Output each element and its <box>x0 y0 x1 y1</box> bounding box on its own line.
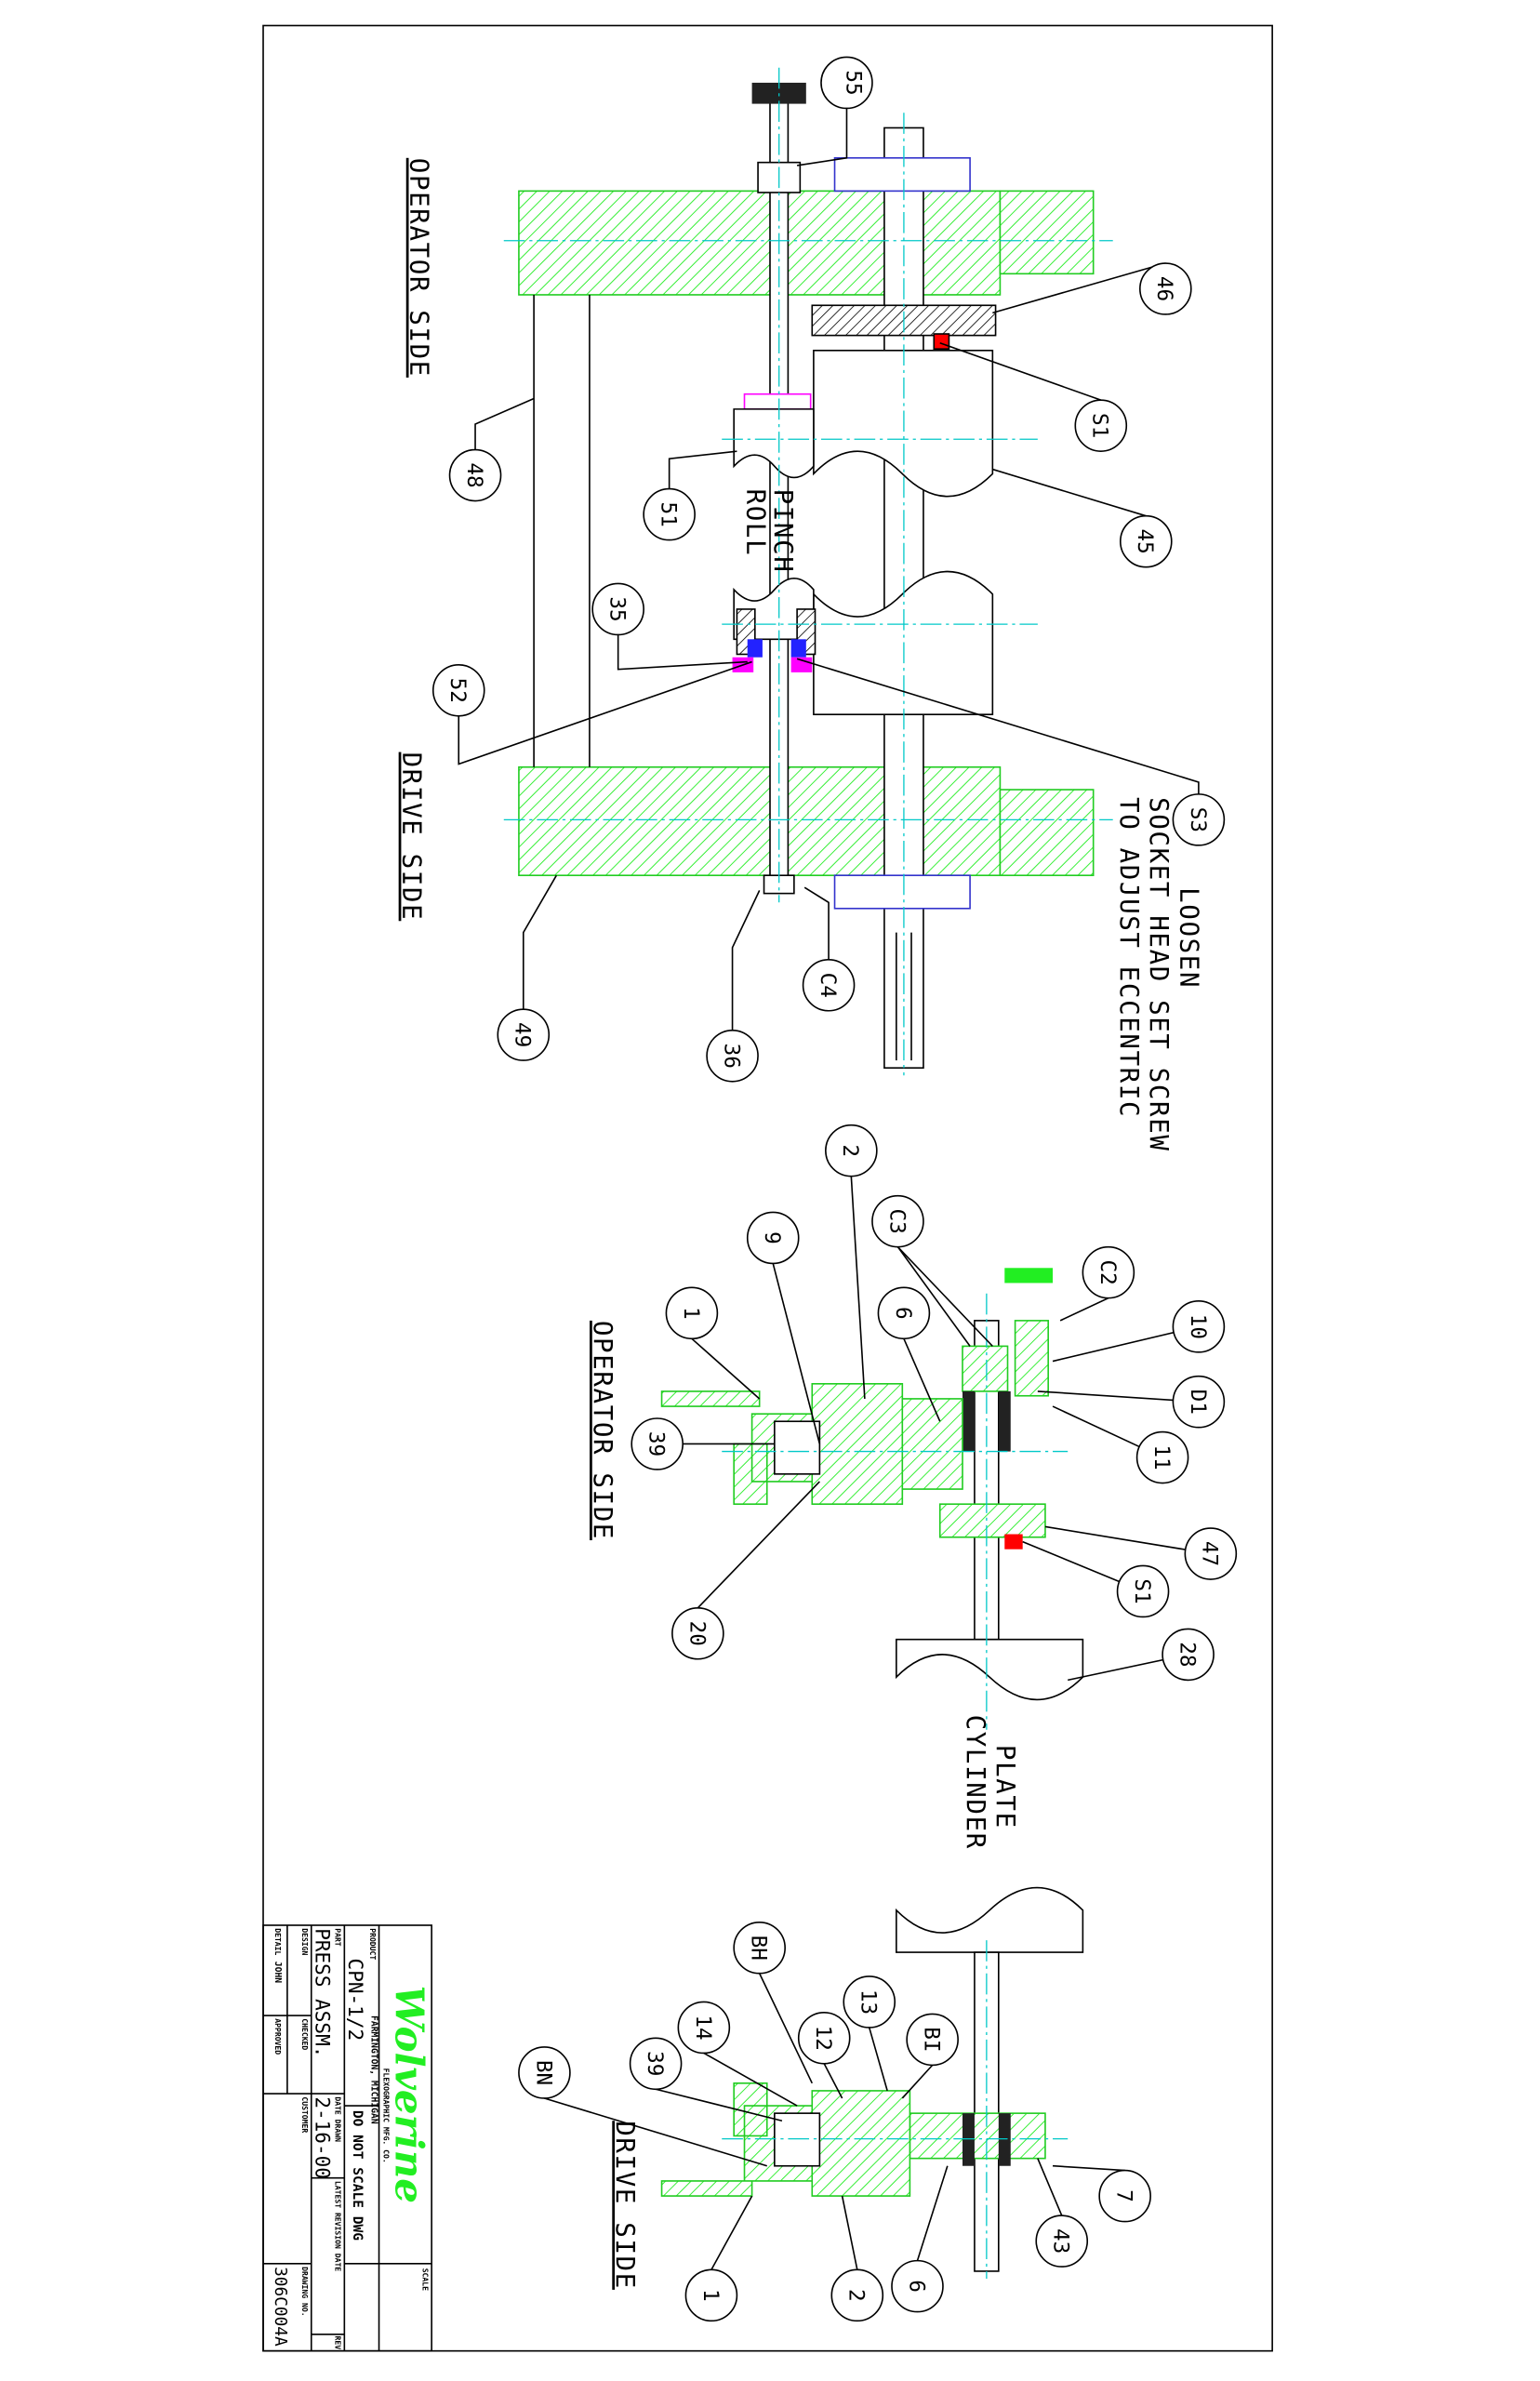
balloon-label: S1 <box>1088 413 1112 438</box>
balloon-label: 1 <box>679 1307 703 1320</box>
balloon-label: 52 <box>445 678 470 703</box>
approved-label: APPROVED <box>273 2018 283 2055</box>
plate-cylinder-label: PLATE <box>990 1745 1020 1829</box>
checked-label: CHECKED <box>300 2018 310 2050</box>
design-label: DESIGN <box>300 1928 310 1955</box>
pinch-roll-51 <box>733 408 815 479</box>
balloon-label: 47 <box>1198 1541 1222 1566</box>
balloon-label: 9 <box>760 1231 784 1244</box>
pinch-roll-label: PINCH <box>768 489 798 574</box>
do-not-scale-note: DO NOT SCALE DWG <box>350 2110 365 2241</box>
company-logo: Wolverine <box>386 1986 431 2203</box>
cylinder-28 <box>896 1638 1084 1701</box>
part-value: PRESS ASSM. <box>312 1928 335 2057</box>
operator-assembly-view: OPERATOR SIDE PLATE CYLINDER 2 C3 C2 9 6… <box>588 1124 1238 1953</box>
balloon-label: 55 <box>841 70 865 95</box>
balloon-label: BH <box>747 1935 771 1961</box>
balloon-label: 48 <box>462 462 486 487</box>
note-line: LOOSEN <box>1174 887 1203 989</box>
drive-side-label: DRIVE SIDE <box>396 752 426 922</box>
balloon-label: 45 <box>1133 529 1157 554</box>
cylinder-45 <box>813 349 994 498</box>
balloon-label: 39 <box>643 2051 667 2076</box>
balloon-label: 28 <box>1175 1642 1199 1667</box>
operator-side-label: OPERATOR SIDE <box>588 1321 617 1540</box>
balloon-label: 35 <box>605 596 630 621</box>
latest-revision-label: LATEST REVISION DATE <box>334 2181 343 2271</box>
sheet-border <box>262 24 1273 2352</box>
balloon-label: 2 <box>844 2289 869 2302</box>
gear-47 <box>938 1503 1046 1538</box>
balloon-label: D1 <box>1186 1390 1210 1415</box>
balloon-label: 7 <box>1112 2189 1136 2202</box>
balloon-label: 43 <box>1049 2228 1073 2254</box>
date-drawn-label: DATE DRAWN <box>334 2096 343 2142</box>
balloon-label: 12 <box>811 2026 835 2051</box>
knob <box>1004 1268 1054 1284</box>
balloon-label: 11 <box>1149 1444 1174 1470</box>
balloon-label: S3 <box>1186 807 1210 832</box>
detail-label: DETAIL <box>273 1928 283 1955</box>
drive-side-frame <box>518 765 1002 877</box>
balloon-label: C3 <box>884 1209 909 1234</box>
plate-cylinder-label: CYLINDER <box>961 1715 990 1850</box>
note-line: TO ADJUST ECCENTRIC <box>1114 797 1144 1118</box>
date-drawn-value: 2-16-00 <box>312 2096 335 2179</box>
company-location: FARMINGTON, MICHIGAN <box>368 2015 378 2124</box>
company-name: FLEXOGRAPHIC MFG. CO. <box>381 2068 391 2163</box>
scale-label: SCALE <box>420 2268 430 2291</box>
pinch-roll-view: OPERATOR SIDE DRIVE SIDE PINCH ROLL LOOS… <box>396 56 1226 1152</box>
balloon-label: 6 <box>904 2280 928 2293</box>
rev-label: REV <box>334 2335 343 2349</box>
balloon-label: BI <box>920 2027 944 2052</box>
balloon-label: 46 <box>1152 276 1176 301</box>
balloon-label: 51 <box>657 501 681 526</box>
drive-assembly-view: DRIVE SIDE BH 13 BI 12 14 39 BN 7 43 6 2… <box>518 1921 1151 2322</box>
operator-frame-ext <box>999 190 1095 275</box>
balloon-label: C4 <box>816 973 840 998</box>
title-block: Wolverine FLEXOGRAPHIC MFG. CO. FARMINGT… <box>262 1924 432 2352</box>
detail-value: JOHN <box>272 1962 283 1983</box>
balloon-label: S1 <box>1130 1578 1154 1603</box>
drawing-no-value: 306C004A <box>271 2267 290 2347</box>
balloon-label: 49 <box>511 1022 535 1047</box>
part-label: PART <box>334 1928 343 1947</box>
balloon-label: 20 <box>684 1621 709 1646</box>
drive-frame-ext <box>999 789 1095 877</box>
pinch-roll-label: ROLL <box>741 489 771 557</box>
operator-side-frame <box>518 190 1002 296</box>
drive-side-label: DRIVE SIDE <box>610 2121 640 2290</box>
balloon-label: 6 <box>891 1307 915 1320</box>
balloon-label: 36 <box>719 1044 743 1069</box>
balloon-label: 1 <box>698 2289 723 2302</box>
operator-side-label: OPERATOR SIDE <box>404 158 433 378</box>
product-value: CPN-1/2 <box>344 1959 367 2042</box>
balloon-label: 13 <box>856 1989 881 2015</box>
product-label: PRODUCT <box>368 1928 378 1960</box>
note-line: SOCKET HEAD SET SCREW <box>1144 797 1174 1151</box>
drawing-no-label: DRAWING NO. <box>300 2267 310 2317</box>
balloon-label: BN <box>531 2060 555 2085</box>
balloon-label: 10 <box>1186 1314 1210 1339</box>
customer-label: CUSTOMER <box>300 2096 310 2133</box>
balloon-label: 2 <box>838 1144 862 1157</box>
balloon-label: 39 <box>644 1431 669 1457</box>
balloon-label: C2 <box>1095 1260 1120 1285</box>
balloon-label: 14 <box>691 2015 715 2040</box>
